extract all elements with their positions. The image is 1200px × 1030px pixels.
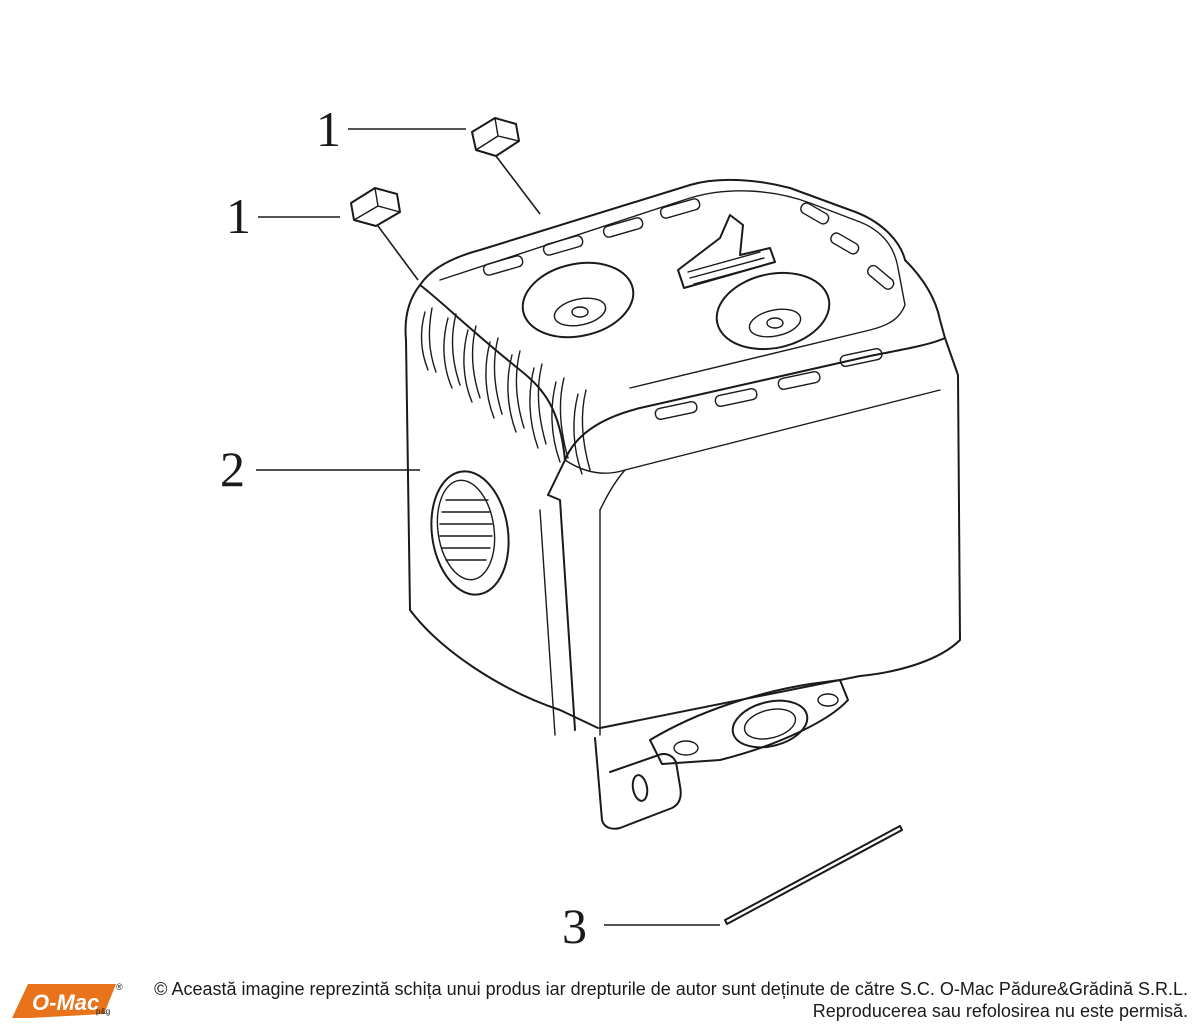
leader-lines: [256, 128, 720, 926]
top-outlet-left: [521, 261, 635, 339]
callout-3: 3: [562, 898, 587, 954]
cooling-slots: [420, 198, 895, 475]
mounting-bracket: [594, 737, 682, 830]
callout-2: 2: [220, 441, 245, 497]
logo-registered-mark: ®: [116, 982, 123, 992]
nut-lower: [350, 187, 401, 227]
footer: O-Mac p&g ® © Această imagine reprezintă…: [0, 970, 1200, 1030]
logo-sub: p&g: [96, 1007, 110, 1016]
copyright-line-1: © Această imagine reprezintă schița unui…: [154, 979, 1188, 999]
logo-shape: [12, 984, 116, 1018]
omac-logo: O-Mac p&g ®: [12, 982, 123, 1018]
inlet-flange: [649, 679, 849, 765]
top-outlet-right: [715, 271, 831, 351]
muffler-body: [404, 178, 961, 830]
logo-text: O-Mac: [32, 990, 99, 1015]
deflector-tab: [677, 214, 776, 289]
copyright-line-2: Reproducerea sau refolosirea nu este per…: [812, 1001, 1188, 1021]
callout-1-upper: 1: [316, 101, 341, 157]
nut-upper: [471, 117, 520, 157]
gasket-strip: [724, 825, 903, 925]
side-screen: [430, 470, 510, 596]
copyright-notice: © Această imagine reprezintă schița unui…: [128, 978, 1188, 1022]
callout-1-lower: 1: [226, 188, 251, 244]
